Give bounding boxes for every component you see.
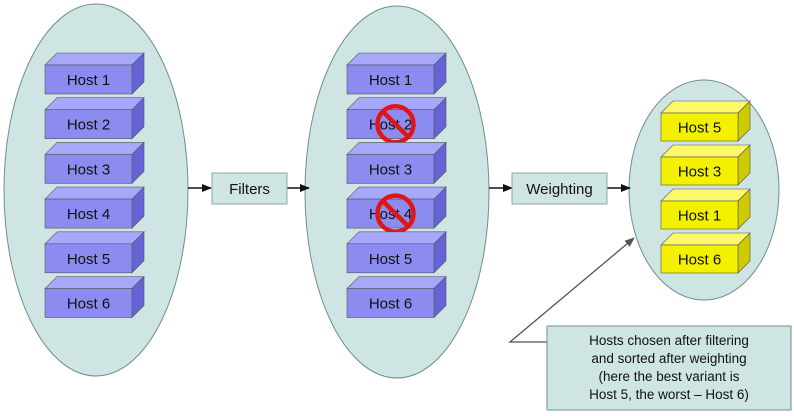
host-box-top xyxy=(346,231,447,245)
host-box-top xyxy=(660,232,751,246)
filters-label: Filters xyxy=(229,181,270,198)
host-box-top xyxy=(346,52,447,66)
host-box: Host 5 xyxy=(660,100,751,142)
host-box-front xyxy=(660,200,739,230)
host-label: Host 1 xyxy=(678,208,721,225)
host-box: Host 2 xyxy=(346,96,447,145)
host-box-front xyxy=(346,288,435,318)
note-line-2: and sorted after weighting xyxy=(591,351,746,366)
filters-step-box: Filters xyxy=(211,172,288,205)
note-line-1: Hosts chosen after filtering xyxy=(589,333,749,348)
host-box-front xyxy=(44,64,133,95)
host-box: Host 3 xyxy=(660,144,751,186)
host-label: Host 5 xyxy=(67,251,110,268)
host-box-front xyxy=(346,109,435,139)
host-box-top xyxy=(346,276,447,289)
host-box-top xyxy=(660,100,751,114)
host-box-front xyxy=(660,112,739,142)
host-box-front xyxy=(44,243,133,274)
host-label: Host 3 xyxy=(678,164,721,181)
host-box: Host 1 xyxy=(660,188,751,230)
host-box-front xyxy=(660,156,739,186)
host-box: Host 4 xyxy=(44,186,145,229)
host-box-front xyxy=(44,109,133,139)
host-box: Host 6 xyxy=(660,232,751,274)
host-box: Host 5 xyxy=(44,231,145,274)
host-box-front xyxy=(44,288,133,318)
host-box: Host 6 xyxy=(346,275,447,319)
host-label: Host 3 xyxy=(67,161,110,178)
host-box-front xyxy=(346,154,435,184)
note-line-4: Host 5, the worst – Host 6) xyxy=(589,387,749,402)
host-box: Host 1 xyxy=(44,52,145,95)
host-label: Host 6 xyxy=(67,296,110,313)
host-label: Host 5 xyxy=(678,120,721,137)
host-box: Host 2 xyxy=(44,96,145,140)
host-box-top xyxy=(346,142,447,155)
filtered-hosts-column: Host 1 Host 2 Host 3 Host 4 Host 5 Host 6 xyxy=(346,52,447,319)
host-label: Host 5 xyxy=(369,251,412,268)
host-box-top xyxy=(44,231,145,245)
host-box-top xyxy=(44,142,145,155)
weighted-hosts-column: Host 5 Host 3 Host 1 Host 6 xyxy=(660,100,751,274)
host-label: Host 1 xyxy=(67,72,110,89)
host-box-front xyxy=(660,244,739,274)
host-box-top xyxy=(44,52,145,66)
host-box-front xyxy=(346,243,435,274)
host-box: Host 4 xyxy=(346,186,447,234)
host-label: Host 4 xyxy=(67,206,110,223)
host-label: Host 6 xyxy=(678,252,721,269)
host-box: Host 3 xyxy=(346,141,447,185)
all-hosts-column: Host 1 Host 2 Host 3 Host 4 Host 5 Host 6 xyxy=(44,52,145,319)
host-box: Host 5 xyxy=(346,231,447,274)
note-pointer-line xyxy=(508,237,635,343)
host-box-front xyxy=(346,198,435,229)
host-box-front xyxy=(346,64,435,95)
host-box-front xyxy=(44,198,133,229)
weighting-step-box: Weighting xyxy=(511,172,608,205)
host-box-top xyxy=(44,97,145,110)
host-box-top xyxy=(44,276,145,289)
weighting-label: Weighting xyxy=(526,181,592,198)
host-box-top xyxy=(44,186,145,200)
host-box: Host 6 xyxy=(44,275,145,319)
host-label: Host 2 xyxy=(67,117,110,134)
host-label: Host 6 xyxy=(369,296,412,313)
host-label: Host 3 xyxy=(369,161,412,178)
note-box: Hosts chosen after filtering and sorted … xyxy=(546,325,792,411)
host-box-front xyxy=(44,154,133,184)
host-box-top xyxy=(660,188,751,202)
host-box: Host 3 xyxy=(44,141,145,185)
host-box-top xyxy=(660,144,751,158)
host-label: Host 1 xyxy=(369,72,412,89)
host-box: Host 1 xyxy=(346,52,447,95)
note-line-3: (here the best variant is xyxy=(598,369,739,384)
